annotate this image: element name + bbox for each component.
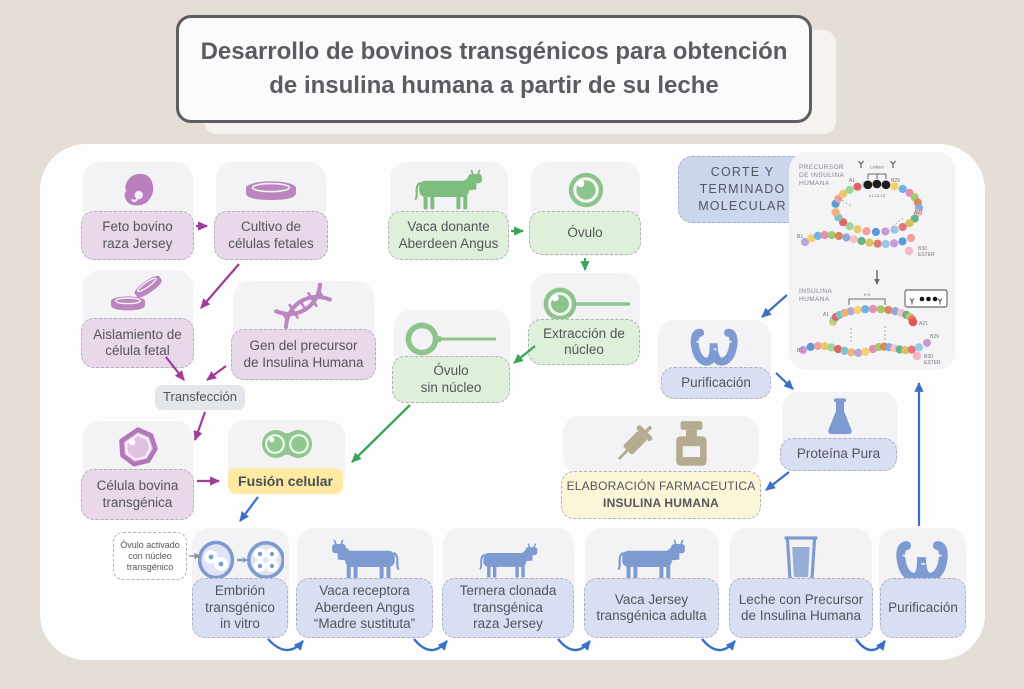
ester-tag: ESTER <box>918 252 935 258</box>
petri-dish-icon <box>246 181 296 200</box>
a1b-tag: A1 <box>823 312 829 318</box>
insulina-label: INSULINA HUMANA <box>799 288 833 303</box>
b30b-tag: B30 <box>924 354 933 360</box>
vaca-receptora-label: Vaca receptora Aberdeen Angus “Madre sus… <box>296 578 433 638</box>
leche-label: Leche con Precursor de Insulina Humana <box>729 578 873 638</box>
ovulo-sin-nucleo-label: Óvulo sin núcleo <box>392 356 510 403</box>
cultivo-label: Cultivo de células fetales <box>214 211 328 260</box>
a21b-tag: A21 <box>919 321 928 327</box>
elaboracion-line1: ELABORACIÓN FARMACEUTICA <box>566 479 756 493</box>
aislamiento-label: Aislamiento de célula fetal <box>81 318 194 368</box>
cow-icon <box>332 539 400 580</box>
linkers-tag: Linkers <box>870 165 884 170</box>
linker-symbols <box>858 160 896 168</box>
dna-icon <box>273 283 332 329</box>
purificacion1-label: Purificación <box>661 367 771 399</box>
a21-tag: A21 <box>914 210 923 216</box>
cow-icon <box>617 539 685 580</box>
fused-cell-icon <box>261 430 312 458</box>
proteina-label: Proteína Pura <box>780 438 897 471</box>
cow-icon <box>414 169 482 210</box>
elaboracion-label: ELABORACIÓN FARMACEUTICA INSULINA HUMANA <box>561 471 761 519</box>
fusion-label: Fusión celular <box>228 468 343 494</box>
molecular-figure: Linkers A1 B29 L1 L2 L3 A21 B1 B30 ESTER… <box>797 160 948 366</box>
embrion-label: Embrión transgénico in vitro <box>192 578 288 638</box>
petri-dishes-icon <box>111 275 162 311</box>
ovule-icon <box>568 172 603 208</box>
b29b-tag: B29 <box>930 334 939 340</box>
ternera-label: Ternera clonada transgénica raza Jersey <box>442 578 574 638</box>
celula-bovina-label: Célula bovina transgénica <box>81 469 194 520</box>
milk-beaker-icon <box>784 536 818 582</box>
cell-icon <box>119 427 158 467</box>
b1-tag: B1 <box>797 234 803 240</box>
ovulo-label: Óvulo <box>529 211 641 255</box>
nucleus-extraction-icon <box>543 287 630 321</box>
purification-membrane-icon <box>690 328 738 366</box>
embryo-icons <box>197 540 284 580</box>
vaca-jersey-label: Vaca Jersey transgénica adulta <box>584 578 719 638</box>
purificacion2-label: Purificación <box>880 578 966 638</box>
b30-tag: B30 <box>918 246 927 252</box>
feto-label: Feto bovino raza Jersey <box>81 211 194 260</box>
calf-icon <box>478 543 537 578</box>
ss-tag: s–s <box>864 292 871 297</box>
syringe-vial-icon <box>617 421 707 466</box>
enucleated-ovule-icon <box>405 322 496 356</box>
corte-label: CORTE Y TERMINADO MOLECULAR <box>678 156 807 223</box>
title-box: Desarrollo de bovinos transgénicos para … <box>176 15 812 123</box>
molecular-diagram: Linkers A1 B29 L1 L2 L3 A21 B1 B30 ESTER… <box>789 152 955 370</box>
title-line2: de insulina humana a partir de su leche <box>269 72 719 99</box>
esterb-tag: ESTER <box>924 360 941 366</box>
precursor-label: PRECURSOR DE INSULINA HUMANA <box>799 164 845 187</box>
elaboracion-line2: INSULINA HUMANA <box>603 496 719 510</box>
a1-tag: A1 <box>849 178 855 184</box>
transfeccion-label: Transfección <box>155 385 245 410</box>
vaca-donante-label: Vaca donante Aberdeen Angus <box>388 211 509 260</box>
gen-label: Gen del precursor de Insulina Humana <box>231 329 376 380</box>
b1b-tag: B1 <box>797 348 803 354</box>
purification-membrane-icon <box>895 541 948 582</box>
title-line1: Desarrollo de bovinos transgénicos para … <box>200 38 788 65</box>
elaboracion-card <box>563 416 759 473</box>
extraccion-label: Extracción de núcleo <box>528 319 640 365</box>
ovulo-activado-note: Óvulo activado con núcleo transgénico <box>113 532 187 580</box>
b29-tag: B29 <box>891 178 900 184</box>
l123-tag: L1 L2 L3 <box>869 193 886 198</box>
flask-icon <box>828 398 852 434</box>
fetus-icon <box>124 173 154 206</box>
